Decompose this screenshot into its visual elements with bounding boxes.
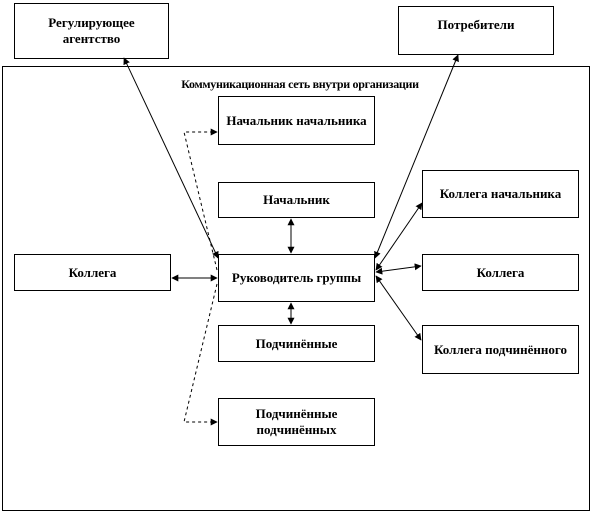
node-boss: Начальник bbox=[218, 182, 375, 218]
edge-leader-subordinates-of-subordinates-dashed bbox=[183, 283, 218, 426]
edge-colleague-of-subordinate-leader bbox=[375, 275, 422, 341]
node-subordinates: Подчинённые bbox=[218, 325, 375, 362]
node-subordinates-of-subordinates: Подчинённые подчинённых bbox=[218, 398, 375, 446]
edge-consumers-leader bbox=[374, 54, 459, 259]
edge-colleague-of-boss-leader bbox=[375, 202, 423, 271]
node-regulator: Регулирующее агентство bbox=[14, 3, 169, 59]
node-colleague-of-subordinate: Коллега подчинённого bbox=[422, 325, 579, 374]
node-consumers: Потребители bbox=[398, 6, 554, 55]
node-boss-of-boss: Начальник начальника bbox=[218, 96, 375, 145]
organization-network-frame bbox=[2, 66, 590, 511]
edge-leader-boss-of-boss-dashed bbox=[183, 128, 218, 271]
edge-regulator-leader bbox=[123, 57, 219, 259]
node-colleague-left: Коллега bbox=[14, 254, 171, 291]
node-colleague-right: Коллега bbox=[422, 254, 579, 291]
node-group-leader: Руководитель группы bbox=[218, 254, 375, 302]
edge-colleague-right-leader bbox=[375, 263, 422, 275]
network-title: Коммуникационная сеть внутри организации bbox=[181, 77, 419, 91]
